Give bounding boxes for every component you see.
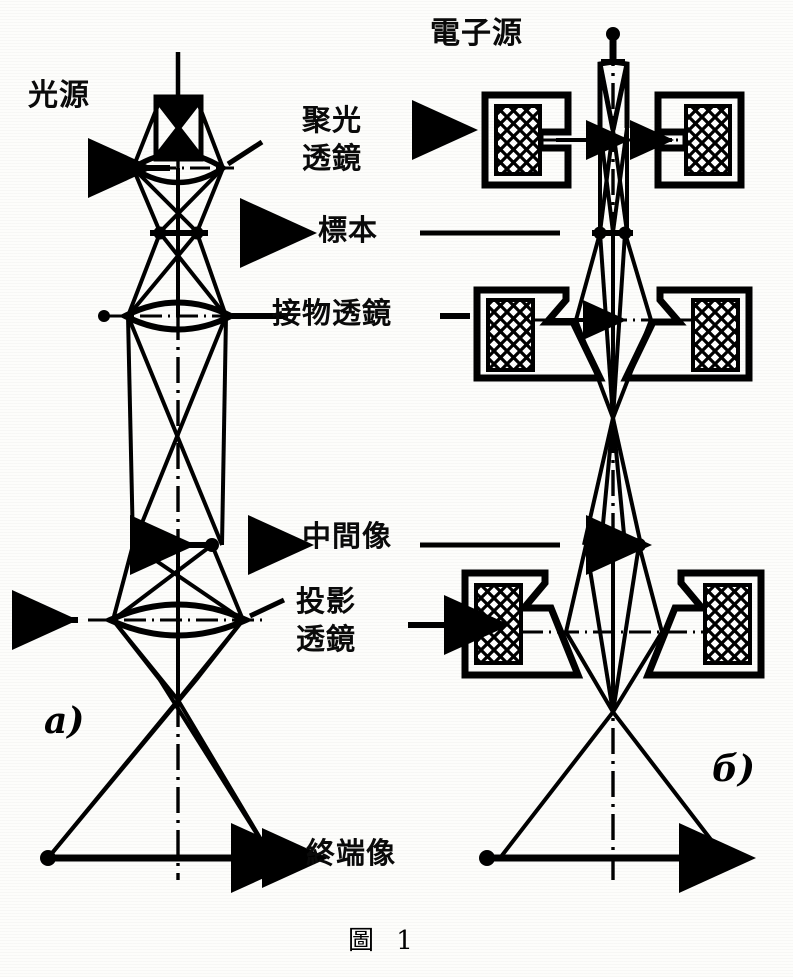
panel-a-light-microscope [11, 52, 308, 893]
label-projection-lens-line2: 透鏡 [296, 622, 357, 656]
ray-bundle-b-objective [573, 232, 654, 546]
label-intermediate-image: 中間像 [302, 519, 393, 553]
label-connectors [240, 100, 560, 888]
condenser-tick-a [226, 139, 264, 167]
label-condenser-lens-line2: 透鏡 [302, 141, 363, 175]
panel-label-b: б) [712, 748, 756, 790]
label-objective-lens: 接物透鏡 [272, 296, 393, 330]
figure-caption-label: 圖 [348, 926, 375, 956]
label-final-image: 終端像 [306, 836, 397, 870]
label-specimen: 標本 [318, 213, 379, 247]
label-electron-source: 電子源 [430, 16, 523, 51]
magnetic-projection-lens-left [461, 569, 584, 679]
final-image-a [40, 823, 308, 893]
label-condenser-lens-line1: 聚光 [302, 103, 363, 137]
figure-caption: 圖 1 [348, 920, 413, 957]
figure-caption-number: 1 [396, 926, 413, 956]
magnetic-condenser-lens-left [481, 91, 572, 189]
final-image-b [479, 823, 756, 893]
label-light-source: 光源 [28, 78, 90, 113]
ray-bundle-b-illumination [598, 127, 629, 233]
light-source-lamp [153, 94, 204, 162]
label-projection-lens-line1: 投影 [296, 584, 357, 618]
objective-lens-a [98, 299, 252, 333]
ray-bundle-b-projection [498, 544, 727, 860]
magnetic-projection-lens-right [642, 569, 765, 679]
panel-label-a: a) [44, 700, 85, 742]
ray-bundle-objective-out [126, 315, 228, 546]
magnetic-objective-lens-right [620, 286, 753, 382]
projection-lens-a [11, 590, 286, 650]
electron-source-gun [597, 27, 630, 131]
